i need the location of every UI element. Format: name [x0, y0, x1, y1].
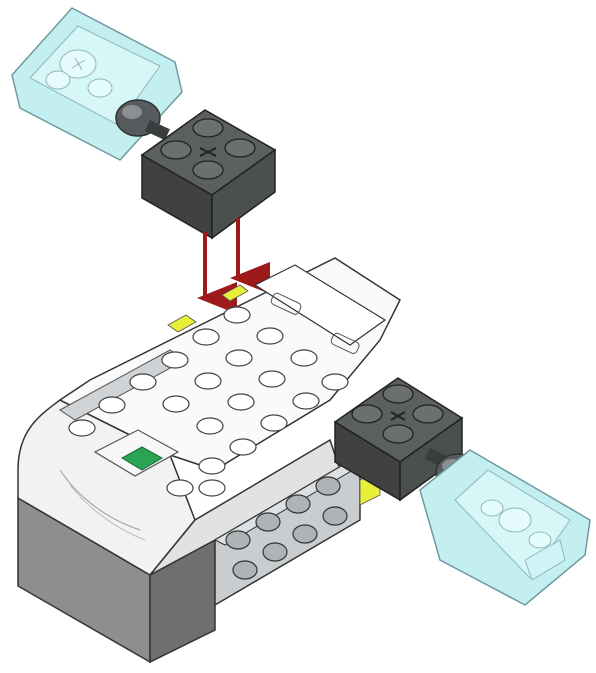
yellow-marker-right [222, 285, 248, 301]
propeller-right [420, 450, 590, 605]
propeller-top-left [12, 8, 182, 160]
